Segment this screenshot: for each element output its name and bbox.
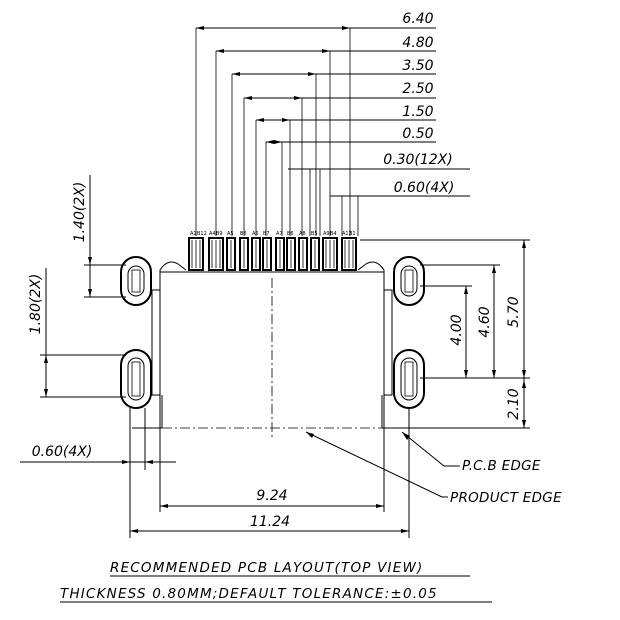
dim-4-00: 4.00	[449, 314, 465, 345]
pin-label: A8	[299, 231, 306, 237]
signal-pad-row	[188, 237, 357, 271]
connector-body-outline	[132, 261, 412, 429]
pin-label: A12	[342, 231, 352, 237]
pin-labels: A1 B12 A4 B9 A5 B8 A6 B7 A7 B6 A8 B5 A9 …	[190, 231, 356, 237]
dim-4-80: 4.80	[402, 35, 433, 51]
shell-slot-bottom-right	[393, 349, 425, 409]
pin-label: A9	[323, 231, 330, 237]
pin-label: B7	[263, 231, 270, 237]
bottom-dimension-arrows	[122, 460, 409, 533]
left-dimension-lines	[40, 175, 126, 398]
pin-label: B1	[349, 231, 356, 237]
top-extension-lines	[195, 28, 359, 236]
dim-0-30-12x: 0.30(12X)	[383, 152, 453, 168]
pin-label: A1	[190, 231, 197, 237]
pin-label: B5	[311, 231, 318, 237]
right-dimension-lines	[360, 239, 530, 429]
pin-label: A7	[276, 231, 283, 237]
dim-2-10: 2.10	[506, 388, 522, 419]
shell-slot-top-left	[120, 256, 152, 306]
callout-arrows	[306, 432, 410, 440]
top-dimension-labels: 6.40 4.80 3.50 2.50 1.50 0.50 0.30(12X) …	[383, 11, 454, 196]
right-dimension-arrows	[464, 240, 526, 428]
left-dimension-arrows	[44, 257, 92, 397]
dim-1-50: 1.50	[402, 104, 433, 120]
top-dimension-arrows	[196, 26, 350, 144]
bottom-dimension-lines	[20, 408, 410, 538]
dim-1-80-2x: 1.80(2X)	[28, 274, 44, 335]
shell-slot-top-right	[393, 256, 425, 306]
dim-3-50: 3.50	[402, 58, 433, 74]
dim-0-50: 0.50	[402, 126, 433, 142]
pin-label: A5	[227, 231, 234, 237]
drawing-title: RECOMMENDED PCB LAYOUT(TOP VIEW)	[110, 560, 423, 576]
dim-9-24: 9.24	[256, 488, 287, 504]
dim-1-40-2x: 1.40(2X)	[72, 182, 88, 243]
pin-label: A4	[209, 231, 216, 237]
pin-label: B8	[240, 231, 247, 237]
pcb-edge-label: P.C.B EDGE	[462, 458, 541, 474]
centerlines	[162, 278, 382, 440]
callout-leaders	[305, 431, 460, 498]
dim-11-24: 11.24	[250, 514, 290, 530]
pin-label: B9	[216, 231, 223, 237]
dim-2-50: 2.50	[402, 81, 433, 97]
shell-slot-bottom-left	[120, 349, 152, 409]
pin-label: B12	[197, 231, 207, 237]
pin-label: A6	[252, 231, 259, 237]
pin-label: B6	[287, 231, 294, 237]
dim-4-60: 4.60	[477, 306, 493, 337]
drawing-subtitle: THICKNESS 0.80MM;DEFAULT TOLERANCE:±0.05	[60, 586, 438, 602]
dim-0-60-4x-bottom: 0.60(4X)	[32, 444, 93, 460]
top-dimension-lines	[196, 27, 470, 197]
product-edge-label: PRODUCT EDGE	[450, 490, 562, 506]
dim-5-70: 5.70	[506, 296, 522, 327]
dim-6-40: 6.40	[402, 11, 433, 27]
pin-label: B4	[330, 231, 337, 237]
dim-0-60-4x: 0.60(4X)	[394, 180, 455, 196]
